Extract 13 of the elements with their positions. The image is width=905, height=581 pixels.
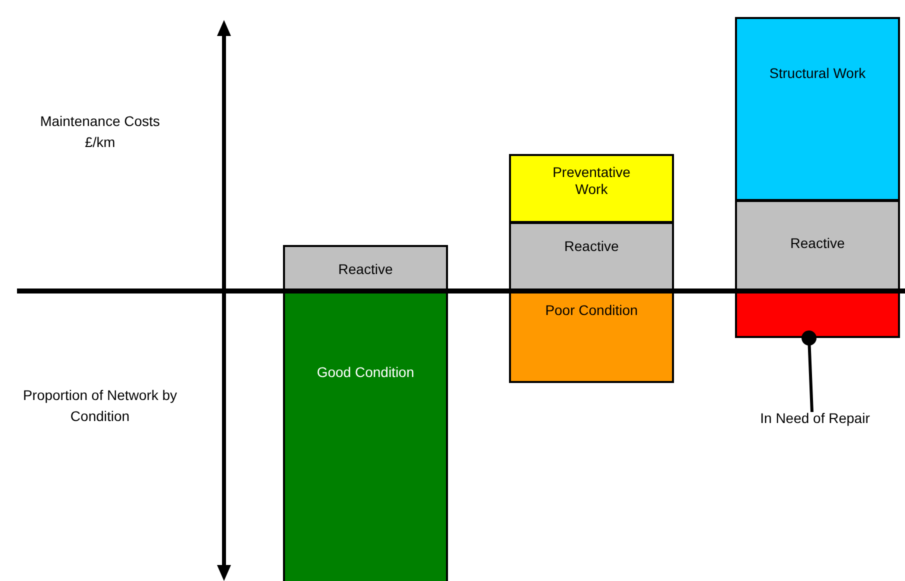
bar-label: Reactive (790, 235, 845, 252)
cost-bar-segment (509, 154, 674, 223)
bar-label: Structural Work (769, 65, 866, 82)
callout-text: In Need of Repair (760, 410, 870, 427)
cost-bar-segment (735, 17, 900, 201)
bar-label: Reactive (338, 261, 393, 278)
bar-label: Good Condition (316, 364, 414, 381)
bar-label: Poor Condition (545, 302, 638, 319)
leader-line (802, 330, 816, 412)
axis-label: Proportion of Network by Condition (22, 386, 178, 426)
axis-label: Maintenance Costs £/km (39, 112, 161, 152)
bar-label: Reactive (564, 238, 619, 255)
bar-label: Preventative Work (552, 164, 632, 198)
